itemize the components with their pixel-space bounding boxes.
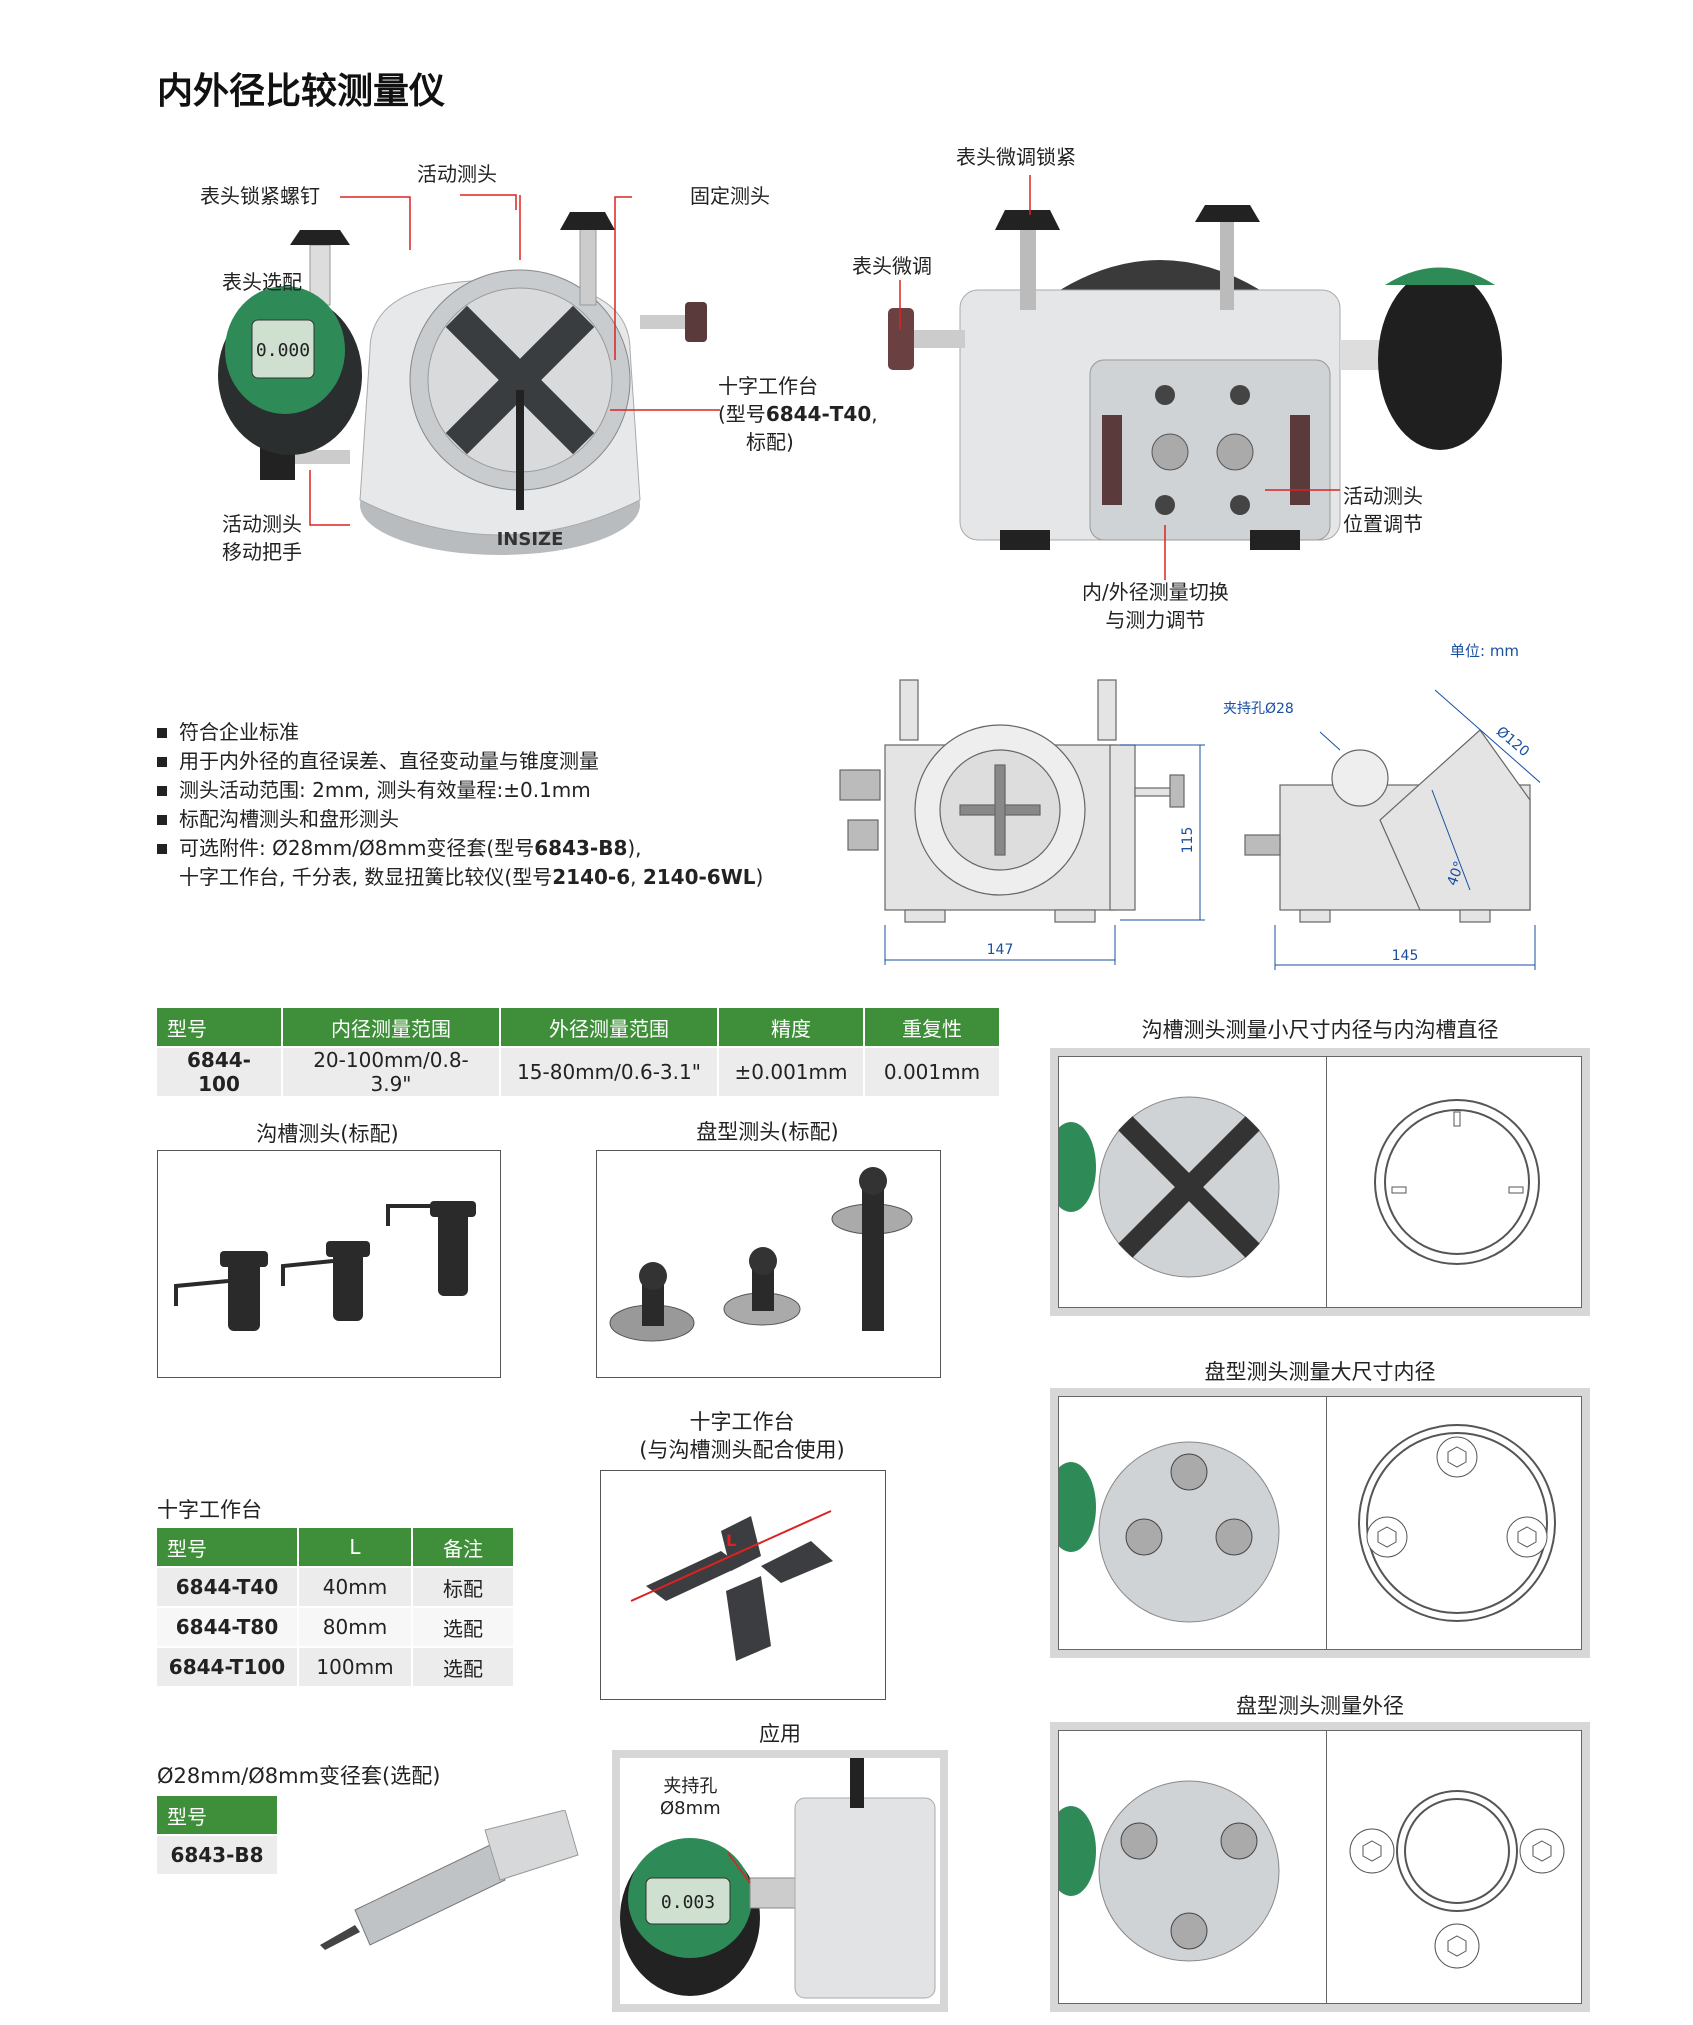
- label-fine-adjust: 表头微调: [852, 254, 932, 278]
- spec-header: 重复性: [863, 1006, 1001, 1048]
- right-callout-lines: [899, 175, 1340, 580]
- table-row: 6844-100 20-100mm/0.8-3.9" 15-80mm/0.6-3…: [155, 1046, 1001, 1098]
- groove-measure-diagram: [1327, 1057, 1581, 1307]
- feature-list: 符合企业标准 用于内外径的直径误差、直径变动量与锥度测量 测头活动范围: 2mm…: [155, 718, 763, 892]
- clamp-hole-label: 夹持孔Ø28: [1223, 701, 1294, 717]
- dim-147: 147: [987, 942, 1014, 958]
- sleeve-table: 型号 6843-B8: [155, 1794, 279, 1876]
- spec-header: 内径测量范围: [281, 1006, 501, 1048]
- application-gauge-reading: 0.003: [661, 1892, 715, 1913]
- comparator-side-illustration: [888, 205, 1502, 550]
- feature-item: 可选附件: Ø28mm/Ø8mm变径套(型号6843-B8),: [155, 834, 763, 863]
- unit-label: 单位: mm: [1450, 642, 1520, 660]
- label-lock-screw: 表头锁紧螺钉: [200, 184, 320, 208]
- disc-large-inner-panel: [1046, 1388, 1590, 1658]
- label-movable-probe: 活动测头: [417, 162, 497, 186]
- groove-measure-panel: [1046, 1048, 1590, 1316]
- reducer-sleeve-illustration: [320, 1810, 579, 1950]
- label-probe-handle: 活动测头 移动把手: [222, 512, 302, 564]
- brand-logo: INSIZE: [497, 529, 564, 550]
- disc-large-inner-photo: [1046, 1397, 1327, 1649]
- feature-item: 符合企业标准: [155, 718, 763, 747]
- disc-outer-panel: [1046, 1722, 1590, 2012]
- cross-table-photo: L: [600, 1470, 886, 1700]
- caption-disc-probe: 盘型测头(标配): [696, 1120, 839, 1144]
- label-cross-table: 十字工作台 (型号6844-T40, 标配): [718, 374, 878, 454]
- spec-header: 精度: [717, 1006, 865, 1048]
- label-gauge-optional: 表头选配: [222, 270, 302, 294]
- sleeve-title: Ø28mm/Ø8mm变径套(选配): [157, 1764, 441, 1788]
- label-fine-adjust-lock: 表头微调锁紧: [956, 145, 1076, 169]
- label-fixed-probe: 固定测头: [690, 184, 770, 208]
- feature-item: 十字工作台, 千分表, 数显扭簧比较仪(型号2140-6, 2140-6WL): [179, 865, 764, 889]
- disc-large-inner-diagram: [1327, 1397, 1581, 1649]
- left-callout-lines: [309, 194, 720, 526]
- disc-probe-photo: [596, 1150, 941, 1378]
- caption-cross-table: 十字工作台 (与沟槽测头配合使用): [639, 1410, 845, 1462]
- cross-dimension-L: L: [726, 1531, 736, 1550]
- page-title: 内外径比较测量仪: [157, 71, 446, 112]
- feature-item: 用于内外径的直径误差、直径变动量与锥度测量: [155, 747, 763, 776]
- caption-groove-measure: 沟槽测头测量小尺寸内径与内沟槽直径: [1141, 1018, 1499, 1042]
- disc-outer-diagram: [1327, 1731, 1581, 2003]
- dim-145: 145: [1392, 948, 1419, 964]
- label-measure-switch: 内/外径测量切换 与测力调节: [1082, 580, 1229, 632]
- dim-40: 40°: [1444, 859, 1468, 888]
- technical-drawing: 147 115 145 Ø120 40° 夹持孔Ø28: [839, 679, 1540, 970]
- cross-table-title: 十字工作台: [157, 1498, 262, 1522]
- spec-table: 型号 内径测量范围 外径测量范围 精度 重复性 6844-100 20-100m…: [155, 1006, 1001, 1098]
- gauge-display-reading: 0.000: [256, 340, 310, 361]
- spec-header: 外径测量范围: [499, 1006, 719, 1048]
- application-photo: 0.003 夹持孔 Ø8mm: [612, 1750, 948, 2012]
- clamp-hole-8mm-label: 夹持孔 Ø8mm: [660, 1776, 721, 1820]
- table-row: 6844-T80 80mm 选配: [155, 1606, 515, 1648]
- dim-115: 115: [1180, 827, 1196, 854]
- caption-disc-large-inner: 盘型测头测量大尺寸内径: [1204, 1360, 1436, 1384]
- groove-measure-photo: [1046, 1057, 1327, 1307]
- table-row: 6844-T40 40mm 标配: [155, 1566, 515, 1608]
- feature-item: 测头活动范围: 2mm, 测头有效量程:±0.1mm: [155, 776, 763, 805]
- comparator-front-illustration: 0.000 INSIZE: [218, 212, 707, 555]
- feature-item: 标配沟槽测头和盘形测头: [155, 805, 763, 834]
- disc-outer-photo: [1046, 1731, 1327, 2003]
- caption-application: 应用: [759, 1722, 801, 1746]
- cross-table-spec: 型号 L 备注 6844-T40 40mm 标配 6844-T80 80mm 选…: [155, 1526, 515, 1688]
- label-probe-position: 活动测头 位置调节: [1343, 484, 1423, 536]
- caption-groove-probe: 沟槽测头(标配): [256, 1122, 399, 1146]
- spec-header: 型号: [155, 1006, 283, 1048]
- groove-probe-photo: [157, 1150, 501, 1378]
- table-row: 6843-B8: [155, 1834, 279, 1876]
- caption-disc-outer: 盘型测头测量外径: [1236, 1694, 1404, 1718]
- table-row: 6844-T100 100mm 选配: [155, 1646, 515, 1688]
- dim-120: Ø120: [1493, 724, 1532, 761]
